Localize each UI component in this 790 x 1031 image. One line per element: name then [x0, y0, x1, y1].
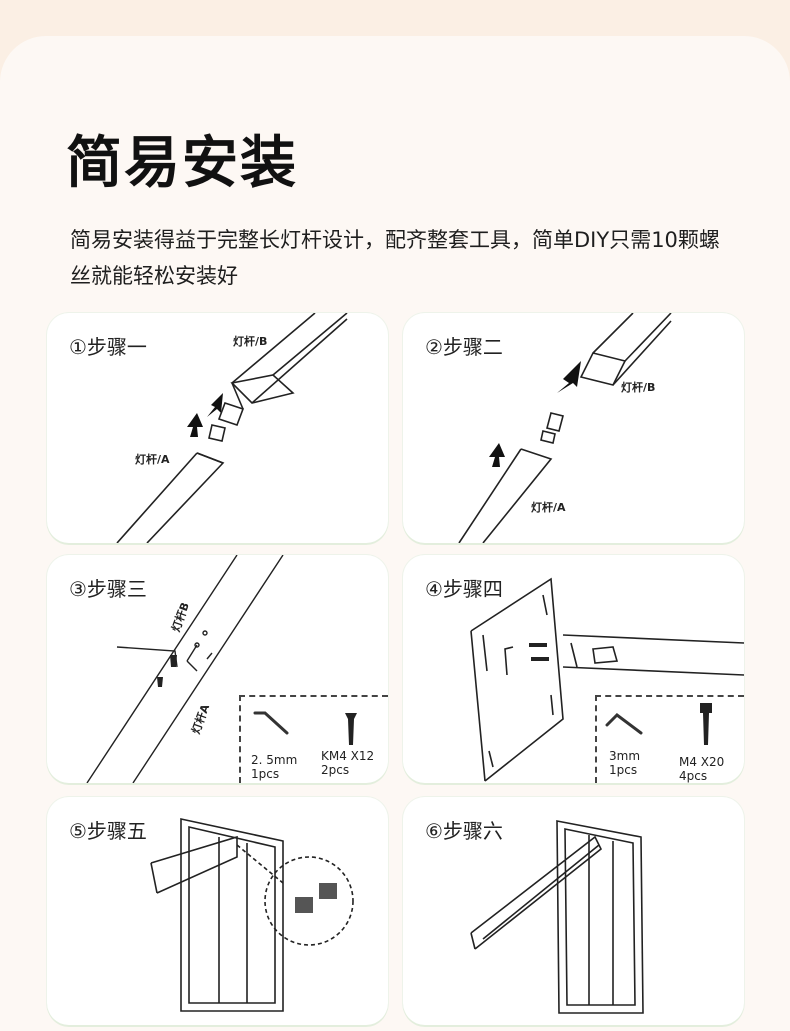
step-5-label: ⑤步骤五 — [69, 819, 147, 843]
step-card-4: ④步骤四 3mm 1pcs M4 X20 4pcs — [403, 555, 744, 783]
step-5-illustration — [150, 818, 354, 1012]
step-card-5: ⑤步骤五 — [47, 797, 388, 1025]
step-3-kit-item-2-qty: 2pcs — [321, 763, 350, 777]
step-4-illustration — [470, 577, 744, 782]
step-4-kit-item-2-qty: 4pcs — [679, 769, 708, 783]
step-3-kit-item-1-size: 2. 5mm — [251, 753, 298, 767]
hex-key-icon — [605, 713, 643, 735]
step-3-label: ③步骤三 — [69, 577, 147, 601]
step-6-illustration — [470, 820, 644, 1014]
screw-icon — [157, 677, 163, 687]
step-4-tool-kit: 3mm 1pcs M4 X20 4pcs — [595, 695, 744, 783]
arrow-down-icon — [557, 361, 581, 393]
step-1-illustration — [116, 313, 348, 543]
step-card-6: ⑥步骤六 — [403, 797, 744, 1025]
step-6-label: ⑥步骤六 — [425, 819, 503, 843]
step-4-label: ④步骤四 — [425, 577, 503, 601]
bolt-icon — [345, 713, 357, 745]
step-4-kit-item-1-qty: 1pcs — [609, 763, 638, 777]
step-2-tag-rod-a: 灯杆/A — [531, 501, 566, 514]
step-card-2: ②步骤二 灯杆/B 灯杆/A — [403, 313, 744, 543]
step-1-label: ①步骤一 — [69, 335, 147, 359]
connector-block-icon — [295, 897, 313, 913]
step-card-3: ③步骤三 灯杆B 灯杆A 2. 5mm 1pcs KM4 X12 2pcs — [47, 555, 388, 783]
step-card-1: ①步骤一 灯杆/B 灯杆/A — [47, 313, 388, 543]
step-3-illustration — [86, 555, 284, 783]
step-3-kit-item-2-size: KM4 X12 — [321, 749, 375, 763]
bolt-icon — [700, 703, 712, 745]
step-4-kit-item-1-size: 3mm — [609, 749, 641, 763]
arrow-up-icon — [489, 443, 505, 467]
bolt-icon — [529, 643, 547, 647]
arrow-up-icon — [187, 413, 203, 437]
page-title: 简易安装 — [66, 131, 298, 196]
arrow-down-icon — [207, 393, 223, 417]
step-4-kit-item-2-size: M4 X20 — [679, 755, 725, 769]
step-3-tool-kit: 2. 5mm 1pcs KM4 X12 2pcs — [239, 695, 388, 783]
step-1-tag-rod-a: 灯杆/A — [135, 453, 170, 466]
page-description: 简易安装得益于完整长灯杆设计，配齐整套工具，简单DIY只需10颗螺丝就能轻松安装… — [70, 228, 720, 288]
step-2-tag-rod-b: 灯杆/B — [621, 381, 656, 394]
step-2-illustration — [458, 313, 672, 543]
step-2-label: ②步骤二 — [425, 335, 503, 359]
step-3-kit-item-1-qty: 1pcs — [251, 767, 280, 781]
step-1-tag-rod-b: 灯杆/B — [233, 335, 268, 348]
screw-icon — [170, 655, 177, 667]
connector-block-icon — [319, 883, 337, 899]
hex-key-icon — [253, 711, 289, 735]
bolt-icon — [531, 657, 549, 661]
